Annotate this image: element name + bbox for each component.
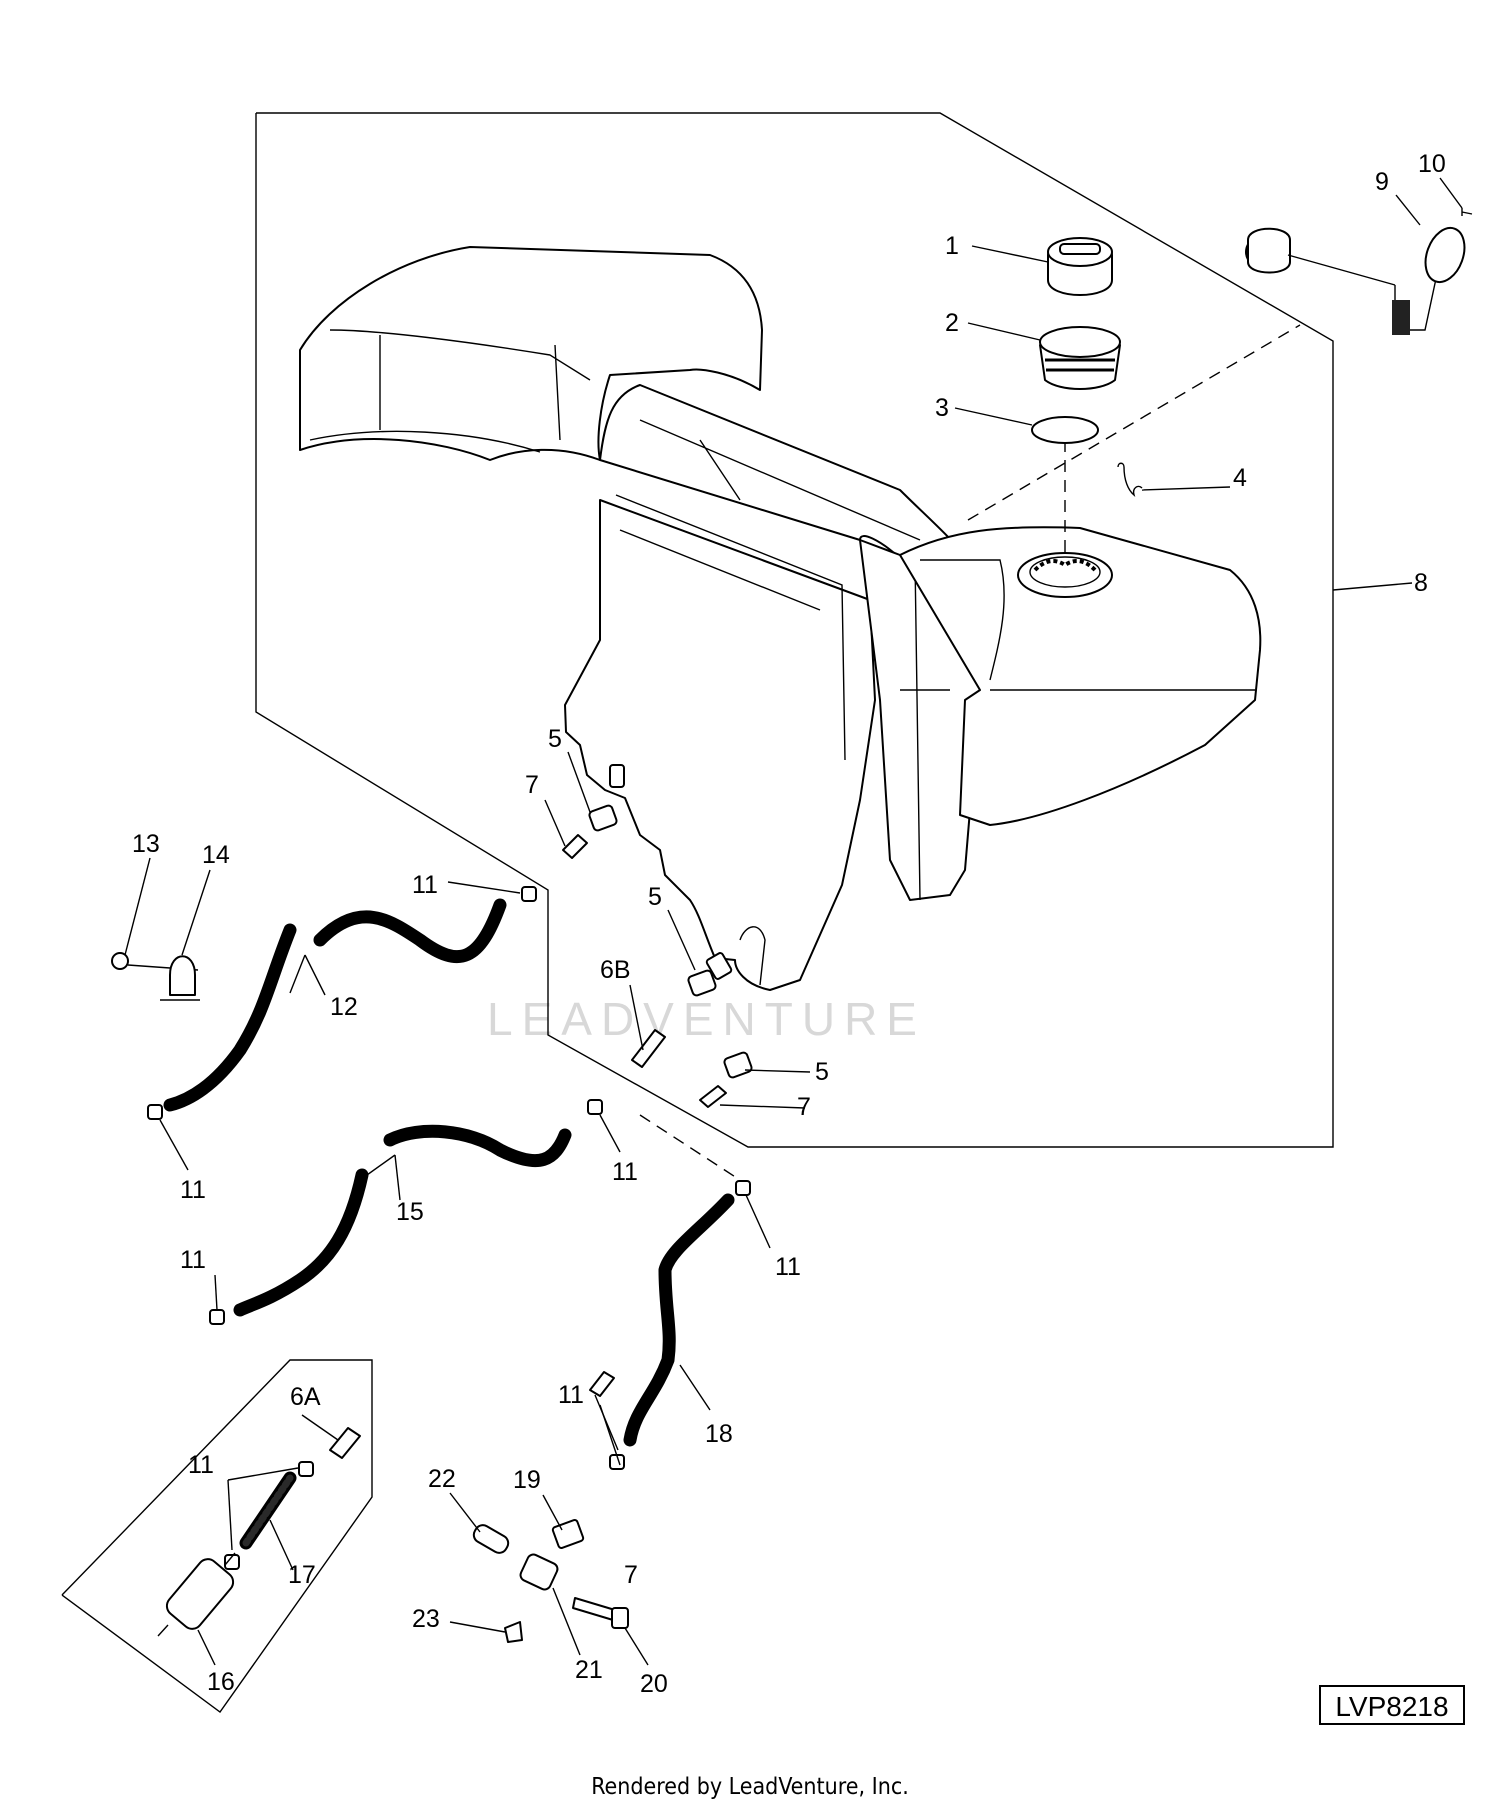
- callout-8: 8: [1414, 569, 1428, 597]
- callout-11g: 11: [188, 1451, 214, 1479]
- assembly-line-fitting: [639, 1114, 741, 1190]
- callout-2: 2: [945, 309, 959, 337]
- rendered-by-footer: Rendered by LeadVenture, Inc.: [591, 1774, 909, 1800]
- bolt-20: [572, 1597, 616, 1621]
- callout-18: 18: [705, 1420, 733, 1448]
- callout-23: 23: [412, 1605, 440, 1633]
- fitting: [699, 1085, 727, 1108]
- fitting: [562, 834, 588, 859]
- callout-11e: 11: [775, 1253, 801, 1281]
- callout-7b: 7: [797, 1093, 811, 1121]
- watermark-text: LEADVENTURE: [487, 993, 926, 1045]
- assembly-line-sender: [967, 324, 1301, 521]
- leader-lines: [124, 177, 1463, 1666]
- drawing-code: LVP8218: [1335, 1691, 1448, 1722]
- callout-3: 3: [935, 394, 949, 422]
- filler-neck: [1039, 326, 1121, 390]
- callout-labels: 1 2 3 4 8 9 10 5 5 5 7 7 7 6B 6A 11 11 1…: [132, 150, 1446, 1698]
- fuel-hose-18: [623, 1193, 735, 1447]
- callout-10: 10: [1418, 150, 1446, 178]
- fitting: [589, 1371, 615, 1397]
- clamp-21: [519, 1553, 559, 1591]
- callout-1: 1: [945, 232, 959, 260]
- callout-22: 22: [428, 1465, 456, 1493]
- callout-13: 13: [132, 830, 160, 858]
- p-clamp: [160, 955, 200, 1001]
- callout-7a: 7: [525, 771, 539, 799]
- callout-17: 17: [288, 1561, 316, 1589]
- callout-6a: 6A: [290, 1383, 321, 1411]
- fitting-6a: [329, 1427, 361, 1459]
- callout-7c: 7: [624, 1561, 638, 1589]
- callout-11d: 11: [180, 1246, 206, 1274]
- callout-5a: 5: [548, 725, 562, 753]
- fuel-level-sender: [1245, 226, 1466, 335]
- callout-11f: 11: [558, 1381, 584, 1409]
- callout-11c: 11: [612, 1158, 638, 1186]
- callout-15: 15: [396, 1198, 424, 1226]
- filter-kit-inset: [61, 1359, 373, 1713]
- callout-11b: 11: [180, 1176, 206, 1204]
- retaining-clip: [1117, 462, 1143, 497]
- callout-5b: 5: [648, 883, 662, 911]
- o-ring: [1031, 416, 1099, 444]
- callout-12: 12: [330, 993, 358, 1021]
- hose-cap: [687, 969, 717, 997]
- callout-20: 20: [640, 1670, 668, 1698]
- fitting-23: [504, 1621, 523, 1643]
- bracket-19: [551, 1519, 585, 1549]
- spacer-22: [472, 1524, 510, 1554]
- callout-16: 16: [207, 1668, 235, 1696]
- drawing-code-box: LVP8218: [1319, 1685, 1465, 1725]
- bolt-20-head: [611, 1607, 629, 1629]
- callout-9: 9: [1375, 168, 1389, 196]
- callout-6b: 6B: [600, 956, 631, 984]
- fuel-filter: [157, 1552, 236, 1637]
- callout-21: 21: [575, 1656, 603, 1684]
- fuel-hose-15: [233, 1124, 572, 1317]
- callout-4: 4: [1233, 464, 1247, 492]
- fitting-6b: [631, 1029, 666, 1068]
- screw: [1461, 208, 1473, 216]
- hose-cap: [723, 1051, 753, 1079]
- callout-5c: 5: [815, 1058, 829, 1086]
- tank-assembly-frame: [255, 112, 1334, 1148]
- fuel-hose-12: [163, 898, 507, 1112]
- callout-11a: 11: [412, 871, 438, 899]
- fuel-cap: [1047, 237, 1113, 296]
- fuel-tank: [299, 246, 1262, 991]
- callout-19: 19: [513, 1466, 541, 1494]
- callout-14: 14: [202, 841, 230, 869]
- hose-cap: [588, 804, 618, 832]
- hose-clamps: [147, 886, 751, 1570]
